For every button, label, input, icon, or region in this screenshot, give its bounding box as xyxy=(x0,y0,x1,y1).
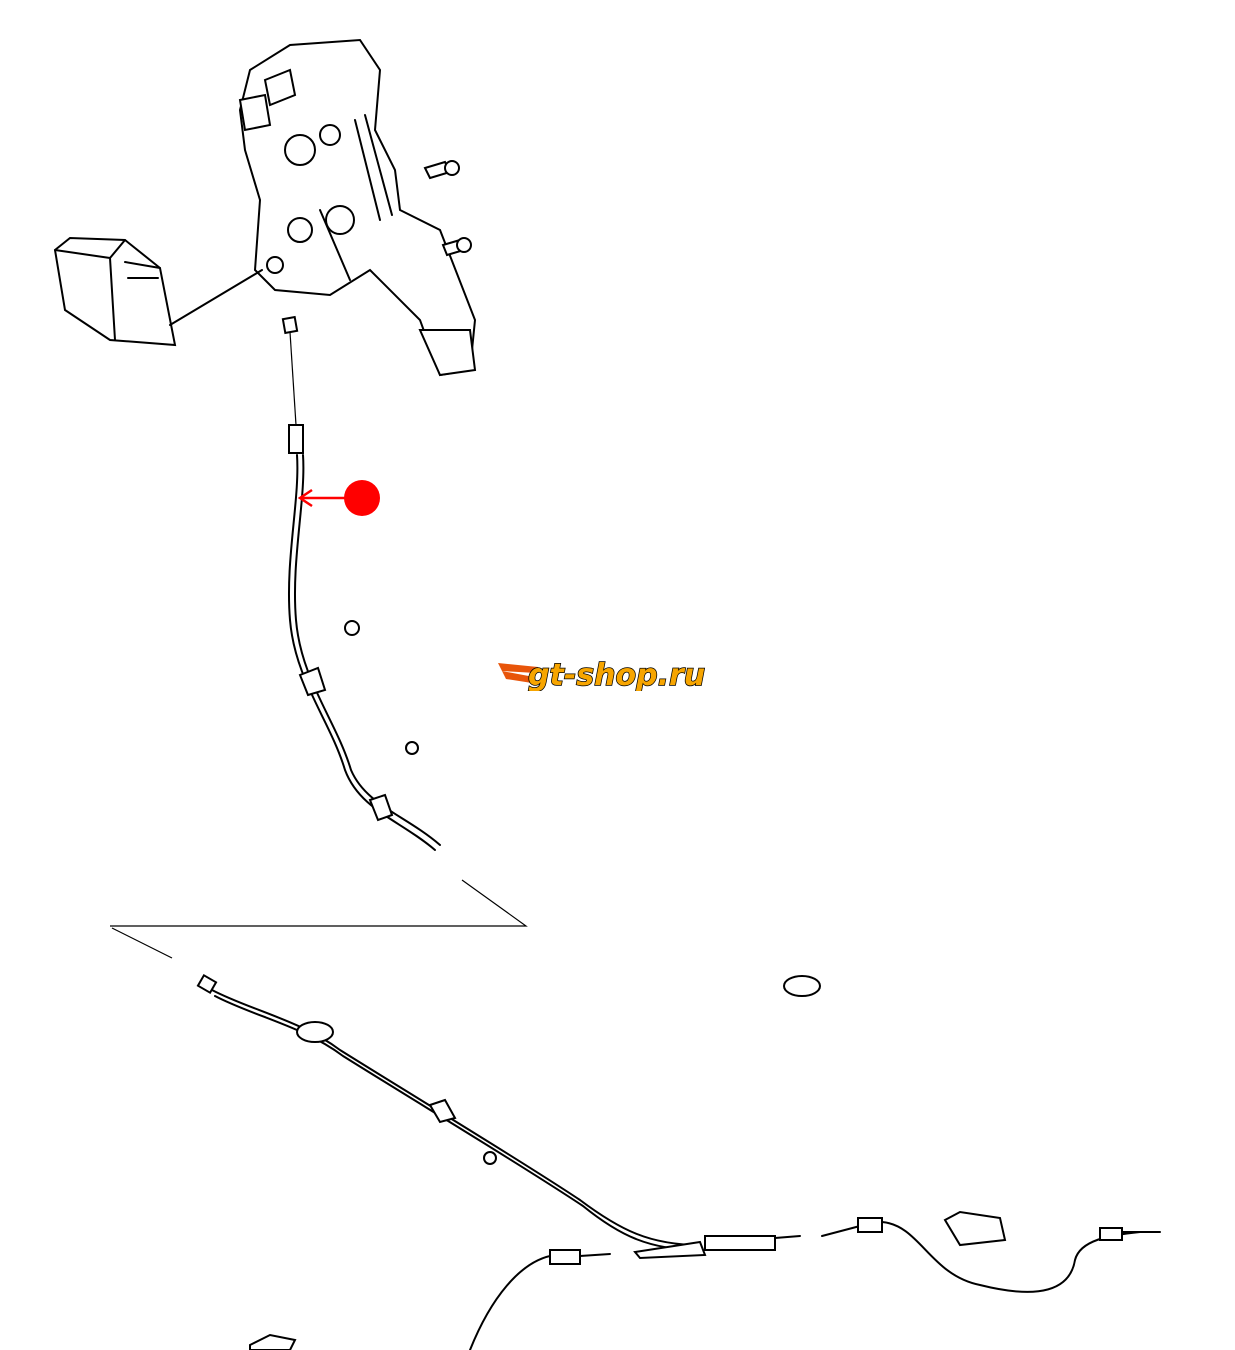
watermark-text: gt-shop.ru xyxy=(528,658,705,691)
front-cable xyxy=(281,315,441,851)
brake-switch xyxy=(53,236,263,347)
grommet xyxy=(783,975,821,997)
callout-marker xyxy=(297,480,380,516)
nut xyxy=(405,741,419,755)
section-break-lines xyxy=(110,879,528,959)
grommet xyxy=(344,620,360,636)
rear-cable xyxy=(196,973,1161,1350)
gt-shop-logo: gt-shop.ru xyxy=(498,657,706,691)
parking-brake-pedal-assembly xyxy=(238,38,477,377)
bolt-icon xyxy=(441,237,472,257)
bolt-icon xyxy=(423,160,460,180)
